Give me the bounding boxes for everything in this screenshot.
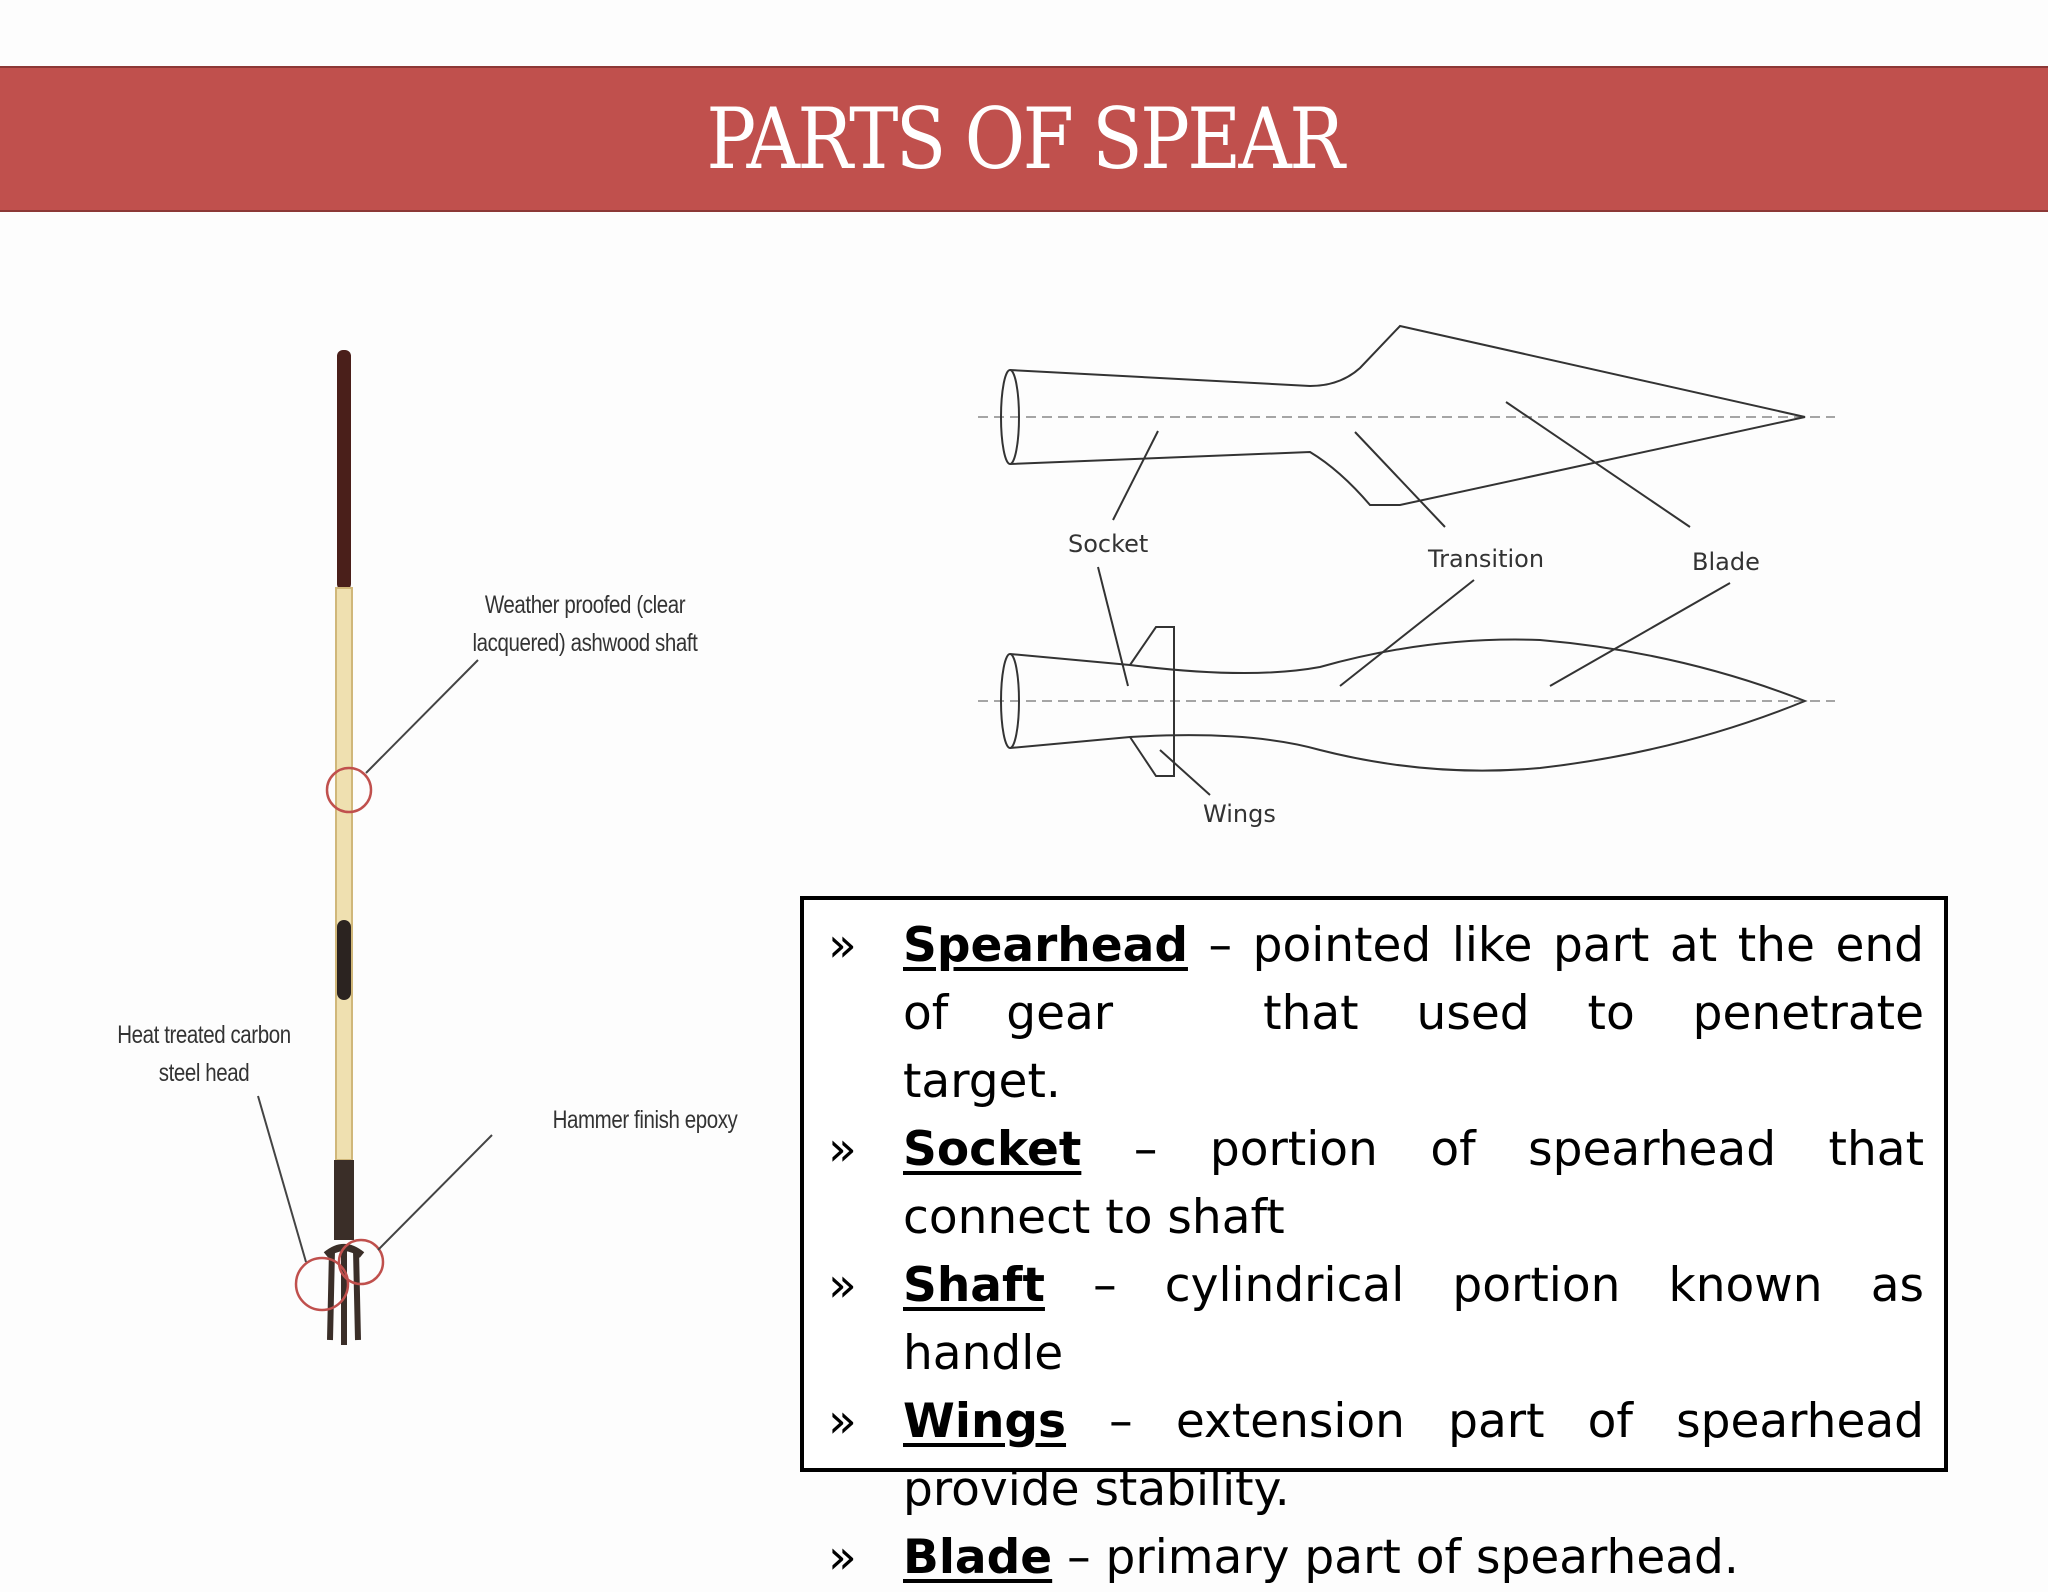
definition-socket: » Socket – portion of spearhead that con… [824,1116,1924,1252]
fork-emblem [337,920,351,1000]
fork-shaft [335,587,353,1161]
bullet-icon: » [828,918,857,973]
label-hammer-finish-epoxy: Hammer finish epoxy [552,1106,738,1134]
definitions-box: » Spearhead – pointed like part at the e… [800,896,1948,1585]
term-socket: Socket [903,1122,1082,1177]
callout-circle-epoxy [337,1238,385,1286]
lower-spearhead [1000,626,1808,777]
label-weather-proofed-shaft: Weather proofed (clear lacquered) ashwoo… [472,591,698,657]
definitions-list: » Spearhead – pointed like part at the e… [804,900,1944,1592]
desc-blade: – primary part of spearhead. [1052,1530,1739,1585]
definition-blade: » Blade – primary part of spearhead. [824,1524,1924,1592]
bullet-icon: » [828,1394,857,1449]
bullet-icon: » [828,1122,857,1177]
definition-spearhead: » Spearhead – pointed like part at the e… [824,912,1924,1116]
label-wings: Wings [1203,800,1276,828]
term-blade: Blade [903,1530,1053,1585]
term-spearhead: Spearhead [903,918,1188,973]
label-transition: Transition [1427,545,1544,573]
callout-circle-head [294,1256,350,1312]
desc-spearhead-a: – pointed like part at the end of gear [903,918,1924,1041]
definition-wings: » Wings – extension part of spearhead pr… [824,1388,1924,1524]
label-carbon-steel-head: Heat treated carbon steel head [117,1021,291,1087]
callout-circle-shaft [325,766,373,814]
label-blade: Blade [1692,548,1760,576]
spearhead-diagram [978,324,1835,796]
slide-title: PARTS OF SPEAR [706,90,1345,188]
term-wings: Wings [903,1394,1067,1449]
desc-socket: – portion of spearhead that connect to s… [903,1122,1924,1245]
upper-spearhead [1000,324,1806,506]
fork-ferrule [334,1160,354,1240]
bullet-icon: » [828,1258,857,1313]
definition-shaft: » Shaft – cylindrical portion known as h… [824,1252,1924,1388]
bullet-icon: » [828,1530,857,1585]
term-shaft: Shaft [903,1258,1045,1313]
fork-illustration [257,350,493,1345]
label-socket: Socket [1068,530,1148,558]
spear-illustrations: Socket Transition Blade Wings [257,324,1835,1345]
fork-handle-grip [337,350,351,590]
title-banner: PARTS OF SPEAR [0,66,2048,212]
desc-spearhead-b: that used to penetrate target. [903,986,1925,1109]
desc-shaft: – cylindrical portion known as handle [903,1258,1924,1381]
desc-wings: – extension part of spearhead provide st… [903,1394,1924,1517]
